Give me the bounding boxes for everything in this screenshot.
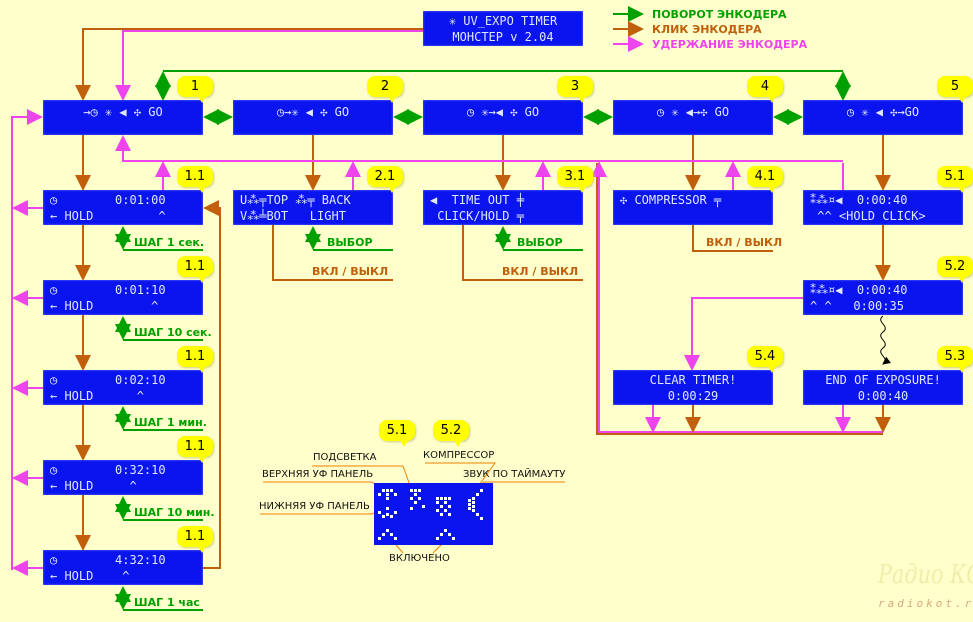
lcd-line: ← HOLD ^ xyxy=(50,569,130,583)
legend-rotate: ПОВОРОТ ЭНКОДЕРА xyxy=(652,8,787,21)
lcd-screen-s1: →◷ ✳ ◀ ✣ GO xyxy=(43,100,203,135)
lcd-screen-s11a: ◷ 0:01:00 ← HOLD ^ xyxy=(43,190,203,225)
lcd-screen-s2: ◷→✳ ◀ ✣ GO xyxy=(233,100,393,135)
screen-number-bubble: 5.2 xyxy=(937,256,973,283)
lcd-screen-s11e: ◷ 4:32:10 ← HOLD ^ xyxy=(43,550,203,585)
lcd-line: ← HOLD ^ xyxy=(50,209,166,223)
lcd-line: 0:00:40 xyxy=(857,389,909,403)
lcd-screen-s54: CLEAR TIMER! 0:00:29 xyxy=(613,370,773,405)
step-label: ШАГ 1 час xyxy=(134,596,200,609)
screen-number-bubble: 5 xyxy=(937,76,973,103)
lcd-line: ◷ ✳ ◀→✣ GO xyxy=(656,105,730,119)
legend-enabled: ВКЛЮЧЕНО xyxy=(389,553,450,564)
step-label: ШАГ 10 мин. xyxy=(134,506,215,519)
screen-number-bubble: 1.1 xyxy=(177,166,213,193)
lcd-screen-s11b: ◷ 0:01:10 ← HOLD ^ xyxy=(43,280,203,315)
lcd-screen-s41: ✣ COMPRESSOR ╤ xyxy=(613,190,773,225)
screen-number-bubble: 1.1 xyxy=(177,526,213,553)
toggle-label: ВКЛ / ВЫКЛ xyxy=(502,265,579,278)
legend-hold: УДЕРЖАНИЕ ЭНКОДЕРА xyxy=(652,38,808,51)
legend-backlight: ПОДСВЕТКА xyxy=(313,452,377,463)
lcd-screen-s21: U⁂╤TOP ⁂╤ BACK V⁂╧BOT LIGHT xyxy=(233,190,393,225)
lcd-screen-s4: ◷ ✳ ◀→✣ GO xyxy=(613,100,773,135)
lcd-line: ◷ 0:01:00 xyxy=(50,193,166,207)
lcd-screen-s11d: ◷ 0:32:10 ← HOLD ^ xyxy=(43,460,203,495)
screen-number-bubble: 4.1 xyxy=(747,166,783,193)
screen-number-bubble: 1 xyxy=(177,76,213,103)
legend-timeout-sound: ЗВУК ПО ТАЙМАУТУ xyxy=(463,469,566,480)
lcd-line xyxy=(613,208,773,224)
lcd-line: ◷→✳ ◀ ✣ GO xyxy=(276,105,350,119)
lcd-line: CLICK/HOLD ╤ xyxy=(430,209,524,223)
lcd-line: END OF EXPOSURE! xyxy=(825,373,941,387)
step-label: ШАГ 1 мин. xyxy=(134,416,207,429)
lcd-line: ◷ 0:01:10 xyxy=(50,283,166,297)
lcd-screen-s51: ⁑⁂¤◀ 0:00:40 ^^ <HOLD CLICK> xyxy=(803,190,963,225)
screen-number-bubble: 2.1 xyxy=(367,166,403,193)
screen-number-bubble: 5.1 xyxy=(937,166,973,193)
lcd-line: 0:00:29 xyxy=(667,389,719,403)
lcd-icons xyxy=(378,489,483,540)
lcd-line: ✳ UV_EXPO TIMER xyxy=(448,14,558,28)
lcd-line: →◷ ✳ ◀ ✣ GO xyxy=(83,105,163,119)
lcd-line: ← HOLD ^ xyxy=(50,299,159,313)
toggle-label: ВКЛ / ВЫКЛ xyxy=(312,265,389,278)
select-label: ВЫБОР xyxy=(517,236,563,249)
icon-legend-lcd xyxy=(374,483,493,545)
legend-bubble: 5.1 xyxy=(379,420,415,447)
screen-number-bubble: 3.1 xyxy=(557,166,593,193)
lcd-line: ◷ ✳→◀ ✣ GO xyxy=(466,105,540,119)
step-label: ШАГ 1 сек. xyxy=(134,236,205,249)
lcd-line: ⁑⁂¤◀ 0:00:40 xyxy=(810,283,908,297)
lcd-line: ⁑⁂¤◀ 0:00:40 xyxy=(810,193,908,207)
legend-click: КЛИК ЭНКОДЕРА xyxy=(652,23,762,36)
screen-number-bubble: 2 xyxy=(367,76,403,103)
lcd-line: ^ ^ 0:00:35 xyxy=(810,299,904,313)
step-label: ШАГ 10 сек. xyxy=(134,326,212,339)
lcd-screen-s3: ◷ ✳→◀ ✣ GO xyxy=(423,100,583,135)
lcd-line: ✣ COMPRESSOR ╤ xyxy=(620,193,722,207)
radiokot-site: radiokot.ru xyxy=(878,597,973,610)
lcd-line: ◷ 0:32:10 xyxy=(50,463,166,477)
screen-number-bubble: 5.4 xyxy=(747,346,783,373)
lcd-line: U⁂╤TOP ⁂╤ BACK xyxy=(240,193,351,207)
select-label: ВЫБОР xyxy=(327,236,373,249)
lcd-screen-s31: ◀ TIME OUT ╪ CLICK/HOLD ╤ xyxy=(423,190,583,225)
screen-number-bubble: 1.1 xyxy=(177,436,213,463)
screen-number-bubble: 5.3 xyxy=(937,346,973,373)
radiokot-logo: Радио КОТ xyxy=(878,560,973,590)
lcd-line: CLEAR TIMER! xyxy=(649,373,737,387)
screen-number-bubble: 1.1 xyxy=(177,256,213,283)
lcd-line: ◷ 4:32:10 xyxy=(50,553,166,567)
lcd-screen-s5: ◷ ✳ ◀ ✣→GO xyxy=(803,100,963,135)
toggle-label: ВКЛ / ВЫКЛ xyxy=(706,236,783,249)
legend-bubble: 5.2 xyxy=(433,420,469,447)
lcd-screen-s52: ⁑⁂¤◀ 0:00:40 ^ ^ 0:00:35 xyxy=(803,280,963,315)
legend-compressor: КОМПРЕССОР xyxy=(423,450,495,461)
screen-number-bubble: 4 xyxy=(747,76,783,103)
lcd-line: ← HOLD ^ xyxy=(50,479,137,493)
screen-number-bubble: 3 xyxy=(557,76,593,103)
lcd-line: ← HOLD ^ xyxy=(50,389,144,403)
lcd-screen-s53: END OF EXPOSURE! 0:00:40 xyxy=(803,370,963,405)
legend-lower-uv: НИЖНЯЯ УФ ПАНЕЛЬ xyxy=(259,501,370,512)
lcd-line: ◷ ✳ ◀ ✣→GO xyxy=(846,105,920,119)
legend-upper-uv: ВЕРХНЯЯ УФ ПАНЕЛЬ xyxy=(262,469,374,480)
lcd-line: МОНСТЕР v 2.04 xyxy=(452,30,554,44)
lcd-screen-title: ✳ UV_EXPO TIMER МОНСТЕР v 2.04 xyxy=(423,11,583,46)
lcd-line: ◀ TIME OUT ╪ xyxy=(430,193,524,207)
lcd-screen-s11c: ◷ 0:02:10 ← HOLD ^ xyxy=(43,370,203,405)
lcd-line: ^^ <HOLD CLICK> xyxy=(810,209,926,223)
lcd-line: ◷ 0:02:10 xyxy=(50,373,166,387)
lcd-line: V⁂╧BOT LIGHT xyxy=(240,209,346,223)
screen-number-bubble: 1.1 xyxy=(177,346,213,373)
